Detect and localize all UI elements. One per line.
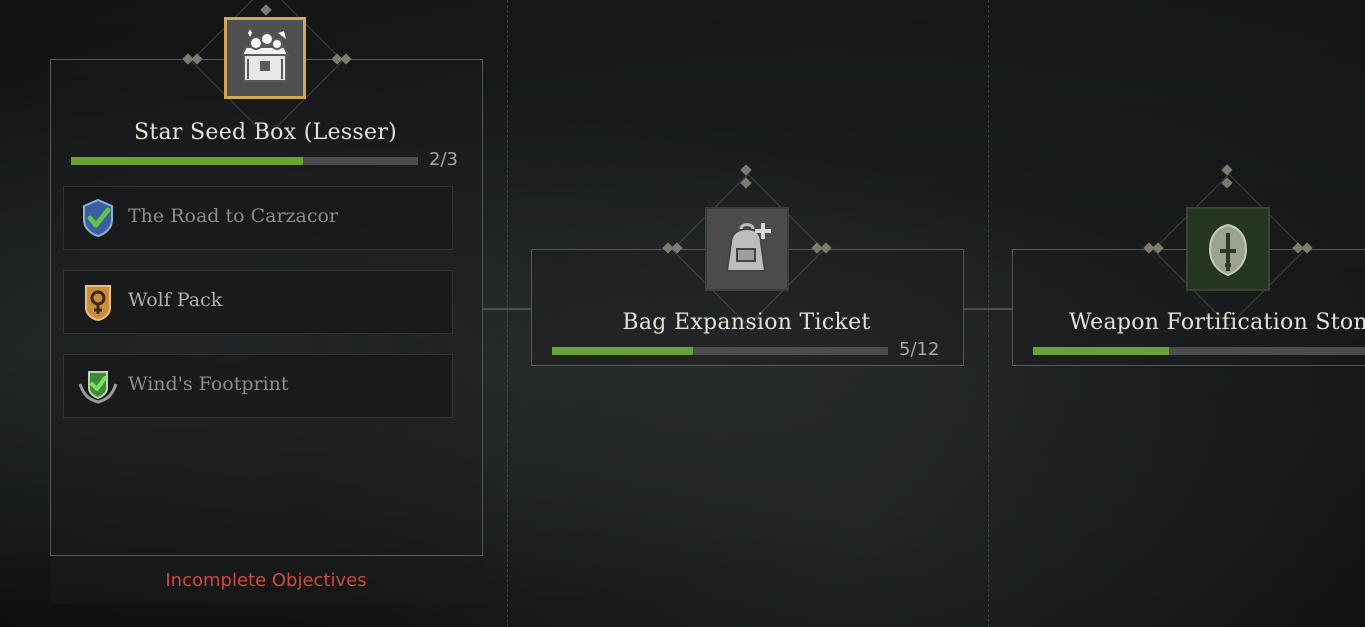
- winged-check-icon: [78, 366, 118, 406]
- shield-check-icon: [78, 198, 118, 238]
- objective-label: Wind's Footprint: [128, 373, 289, 395]
- reward-title: Star Seed Box (Lesser): [133, 120, 398, 145]
- connector-line: [963, 308, 1012, 310]
- reward-card-weapon-fortification[interactable]: [1012, 249, 1365, 366]
- objective-row[interactable]: Wind's Footprint: [63, 354, 453, 418]
- progress-fill: [1033, 347, 1170, 355]
- connector-line: [483, 308, 531, 310]
- objective-row[interactable]: Wolf Pack: [63, 270, 453, 334]
- treasure-chest-icon: [224, 17, 306, 99]
- progress-bar: [71, 157, 418, 165]
- progress-fill: [71, 157, 304, 165]
- objective-label: The Road to Carzacor: [128, 205, 339, 227]
- progress-bar: [1033, 347, 1365, 355]
- objective-label: Wolf Pack: [128, 289, 223, 311]
- column-divider: [507, 0, 508, 627]
- progress-fill: [552, 347, 694, 355]
- progress-bar: [552, 347, 888, 355]
- bag-plus-icon: [705, 207, 789, 291]
- reward-icon-slot[interactable]: [224, 17, 308, 101]
- reward-icon-slot[interactable]: [705, 207, 789, 291]
- incomplete-objectives-status: Incomplete Objectives: [50, 556, 482, 604]
- reward-icon-slot[interactable]: [1186, 207, 1270, 291]
- objective-row[interactable]: The Road to Carzacor: [63, 186, 453, 250]
- progress-count: 5/12: [899, 339, 940, 360]
- column-divider: [988, 0, 989, 627]
- sword-shield-icon: [1186, 207, 1270, 291]
- reward-title: Bag Expansion Ticket: [622, 310, 871, 335]
- progress-count: 2/3: [429, 149, 458, 170]
- wolf-emblem-icon: [78, 282, 118, 322]
- reward-title: Weapon Fortification Ston: [1069, 310, 1365, 335]
